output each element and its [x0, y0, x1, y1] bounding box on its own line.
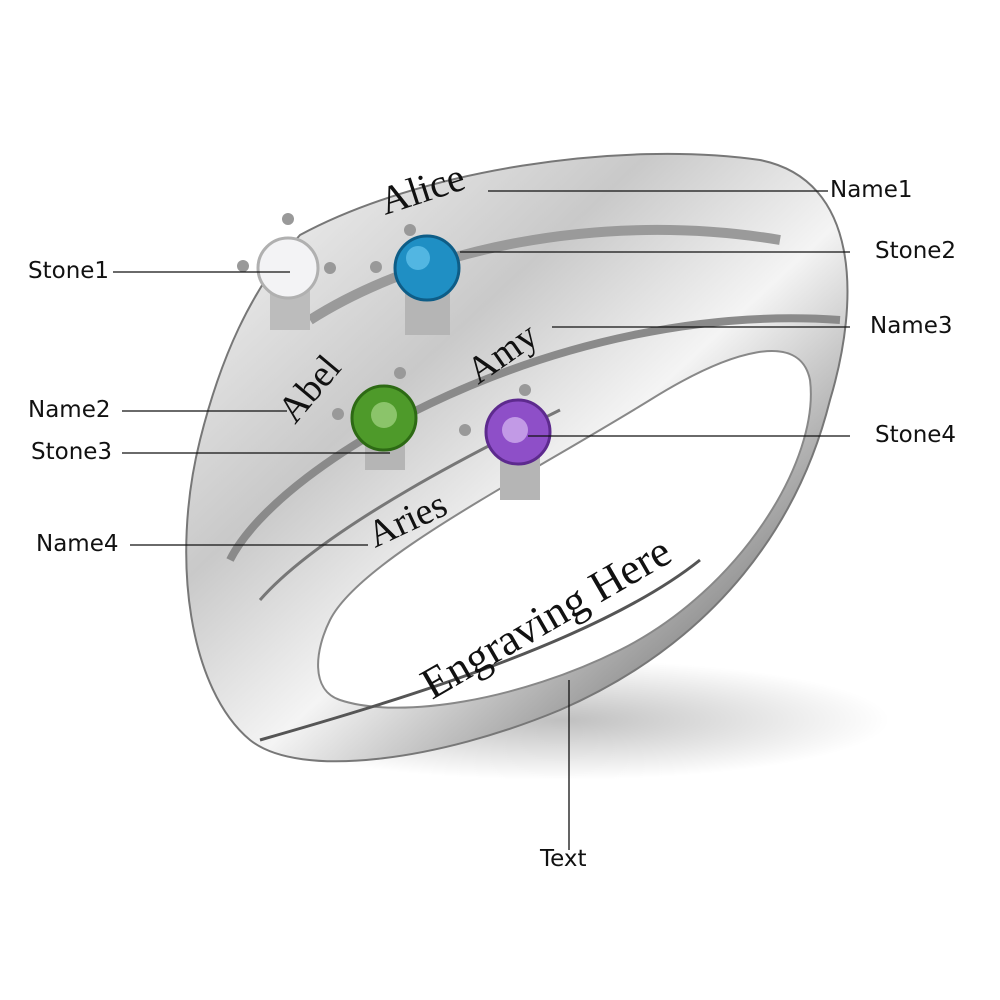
band-divider-1 [307, 224, 781, 325]
stone4-gem [459, 384, 552, 500]
callout-name2: Name2 [28, 397, 111, 423]
callout-stone1: Stone1 [28, 258, 110, 284]
leader-lines [113, 190, 850, 850]
callout-stone2: Stone2 [875, 238, 957, 264]
callout-name4: Name4 [36, 531, 119, 557]
band-inner-edge [259, 558, 701, 742]
callout-stone3: Stone3 [31, 439, 113, 465]
ring-inner-opening [317, 350, 812, 709]
callout-stone4: Stone4 [875, 422, 957, 448]
callout-text: Text [540, 846, 587, 872]
band-divider-2 [226, 314, 841, 562]
stone1-gem [237, 213, 336, 330]
stone3-gem [332, 367, 418, 470]
stone2-gem [370, 224, 461, 335]
callout-name3: Name3 [870, 313, 953, 339]
callout-name1: Name1 [830, 177, 913, 203]
